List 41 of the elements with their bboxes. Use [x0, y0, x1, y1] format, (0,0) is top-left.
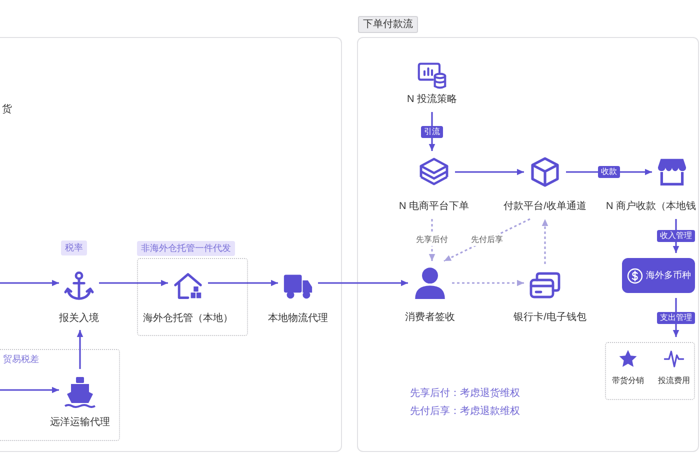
note-text: 先享后付：考虑退货维权: [410, 387, 520, 401]
step-label: N 投流策略: [407, 93, 457, 107]
step-label: 消费者签收: [405, 311, 455, 325]
step-label: 海外仓托管（本地）: [143, 312, 233, 326]
edge-label: 支出管理: [657, 312, 695, 324]
arrow: [76, 330, 84, 369]
dashed-arrow: [452, 280, 524, 286]
arrow: [0, 386, 59, 394]
arrow: [318, 280, 408, 286]
dotted-group-box: [0, 349, 120, 441]
note-text: 先付后享：考虑退款维权: [410, 405, 520, 419]
account-box: [622, 258, 695, 293]
edge-label: 引流: [421, 126, 443, 138]
arrow: [208, 280, 278, 286]
tag: 税率: [61, 240, 87, 256]
step-label: 本地物流代理: [268, 312, 328, 326]
step-label: N 电商平台下单: [399, 200, 469, 214]
arrow: [0, 280, 59, 286]
step-label: 付款平台/收单通道: [504, 200, 586, 214]
edge-label: 收入管理: [657, 230, 695, 242]
dotted-group-box: [605, 342, 695, 400]
step-label: 投流费用: [658, 375, 690, 387]
step-label: 报关入境: [59, 312, 99, 326]
panel: [0, 37, 342, 452]
box-label: 海外多币种: [646, 269, 691, 282]
arrow: [455, 168, 524, 176]
step-label: N 商户收款（本地钱: [606, 200, 696, 214]
dashed-arrow: [542, 219, 548, 264]
arrow: [99, 280, 168, 286]
edge-label: 先享后付: [413, 234, 451, 246]
edge-label: 先付后享: [468, 234, 506, 246]
title-tag: 下单付款流: [358, 16, 418, 33]
label-text: 货: [2, 103, 12, 117]
step-label: 银行卡/电子钱包: [514, 311, 586, 325]
group-tag: 非海外仓托管一件代发: [137, 241, 235, 256]
step-label: 远洋运输代理: [50, 416, 110, 430]
dashed-arrow: [428, 219, 436, 261]
edge-label: 收款: [598, 166, 620, 178]
step-label: 带货分销: [612, 375, 644, 387]
arrow: [428, 112, 436, 151]
group-heading: 贸易税差: [3, 353, 39, 365]
